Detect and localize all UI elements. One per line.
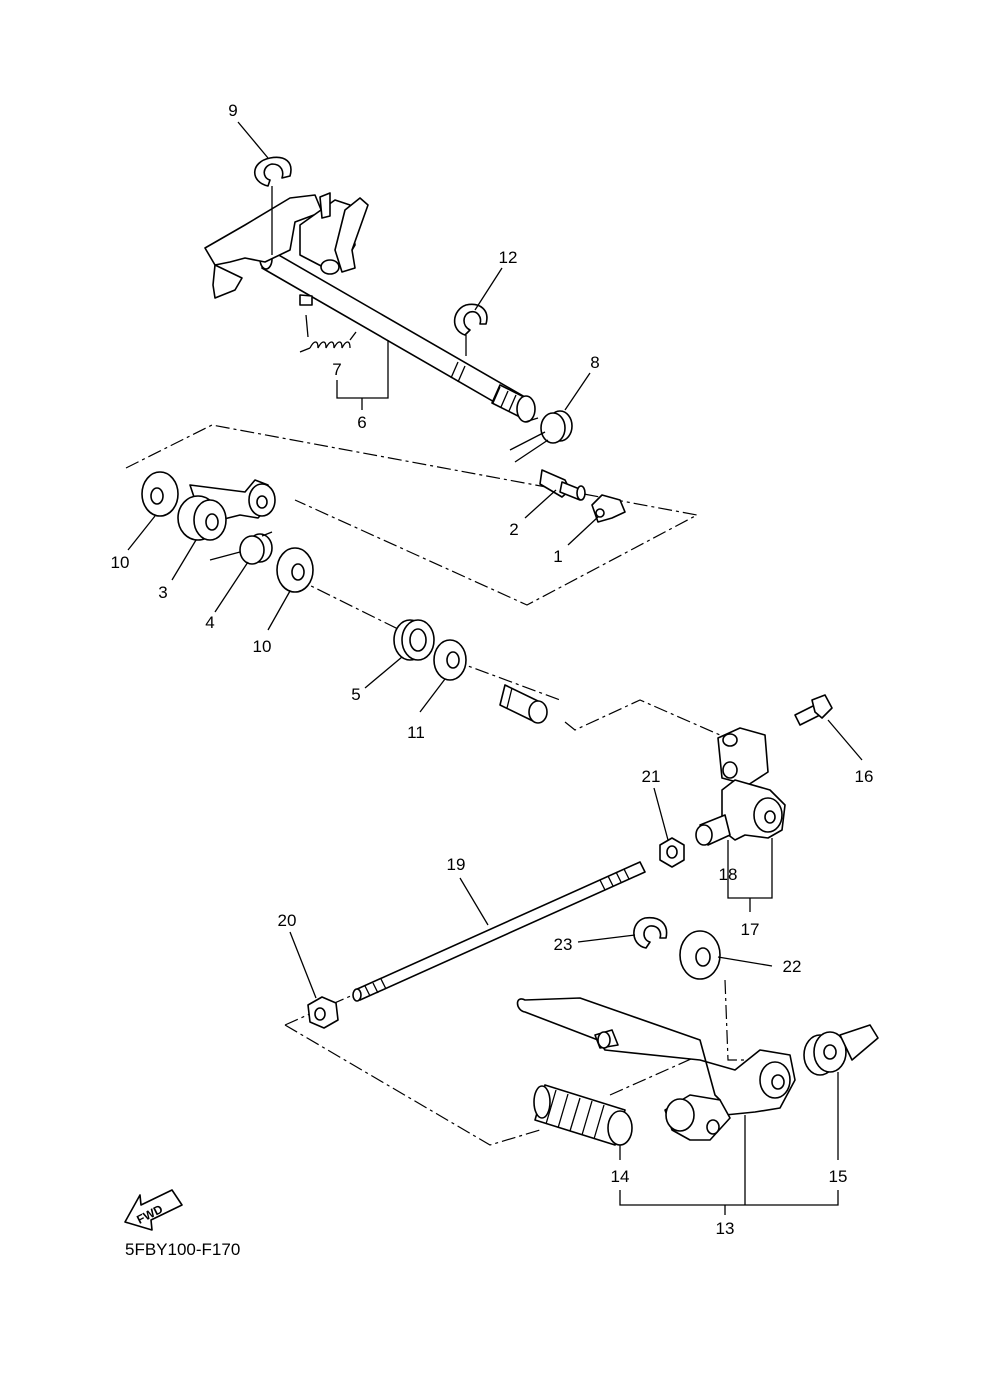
fwd-arrow-icon: FWD	[124, 1189, 183, 1231]
diagram-code: 5FBY100-F170	[125, 1240, 241, 1259]
callout-8: 8	[590, 353, 599, 372]
spring	[299, 314, 357, 353]
callout-5: 5	[351, 685, 360, 704]
washer	[276, 547, 314, 593]
callout-12: 12	[499, 248, 518, 267]
shaft-end	[499, 684, 548, 724]
circlip	[633, 916, 668, 949]
callout-1: 1	[553, 547, 562, 566]
circlip	[253, 156, 292, 187]
callout-20: 20	[278, 911, 297, 930]
washer	[679, 930, 721, 980]
callout-13: 13	[716, 1219, 735, 1238]
bushing	[393, 619, 435, 661]
washer	[141, 471, 179, 517]
callout-9: 9	[228, 101, 237, 120]
callout-10: 10	[253, 637, 272, 656]
stopper-plate	[591, 494, 626, 523]
callout-3: 3	[158, 583, 167, 602]
footrest-rubber	[533, 1084, 633, 1146]
callout-23: 23	[554, 935, 573, 954]
stopper-bolt	[539, 469, 586, 501]
callout-2: 2	[509, 520, 518, 539]
callout-labels: 1 2 3 4 5 6 7 8 9 10 10 11 12 13 14 15 1…	[111, 101, 874, 1238]
shift-rod	[352, 861, 646, 1002]
nut	[659, 837, 685, 868]
callout-4: 4	[205, 613, 214, 632]
shift-arm	[695, 727, 786, 846]
bolt	[794, 694, 833, 726]
callout-7: 7	[332, 360, 341, 379]
assembly-guide-lines	[125, 424, 745, 1146]
callout-19: 19	[447, 855, 466, 874]
shift-arm	[177, 479, 276, 541]
callout-22: 22	[783, 957, 802, 976]
pivot-bolt	[803, 1024, 879, 1076]
callout-15: 15	[829, 1167, 848, 1186]
callout-6: 6	[357, 413, 366, 432]
shift-shaft	[204, 192, 536, 423]
callout-21: 21	[642, 767, 661, 786]
callout-17: 17	[741, 920, 760, 939]
callout-10: 10	[111, 553, 130, 572]
shift-pedal	[516, 997, 796, 1141]
nut	[307, 996, 339, 1029]
callout-11: 11	[407, 723, 425, 742]
callout-18: 18	[719, 865, 738, 884]
leader-lines	[127, 121, 863, 1215]
spring	[209, 531, 273, 565]
torsion-spring	[509, 410, 573, 463]
washer	[433, 639, 467, 681]
circlip	[453, 303, 488, 336]
callout-14: 14	[611, 1167, 630, 1186]
callout-16: 16	[855, 767, 874, 786]
